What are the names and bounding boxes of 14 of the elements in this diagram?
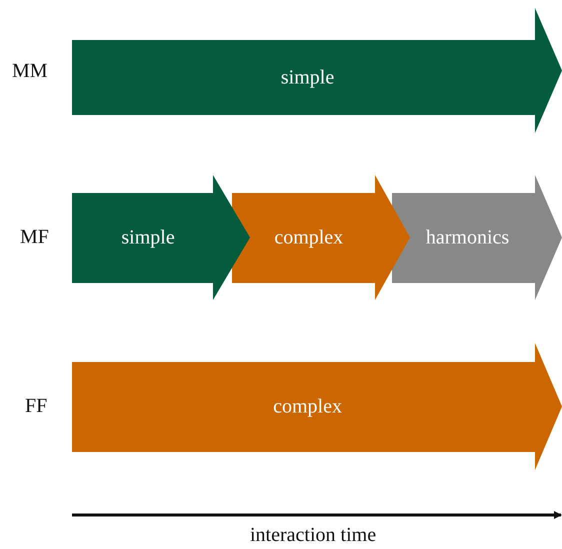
stage-band [392, 175, 562, 300]
arrow-label: complex [273, 396, 342, 418]
stage-band [72, 343, 562, 470]
axis-label: interaction time [250, 524, 376, 547]
arrow-label: simple [121, 226, 175, 250]
arrow-label: harmonics [426, 226, 510, 250]
arrow-label: simple [280, 66, 334, 89]
stage-band [72, 8, 562, 133]
row-label: MF [20, 226, 49, 249]
arrow-label: complex [274, 226, 344, 250]
stage-band [232, 175, 410, 300]
row-label: MM [12, 60, 48, 83]
stage-band [72, 175, 250, 300]
row-label: FF [25, 395, 48, 418]
